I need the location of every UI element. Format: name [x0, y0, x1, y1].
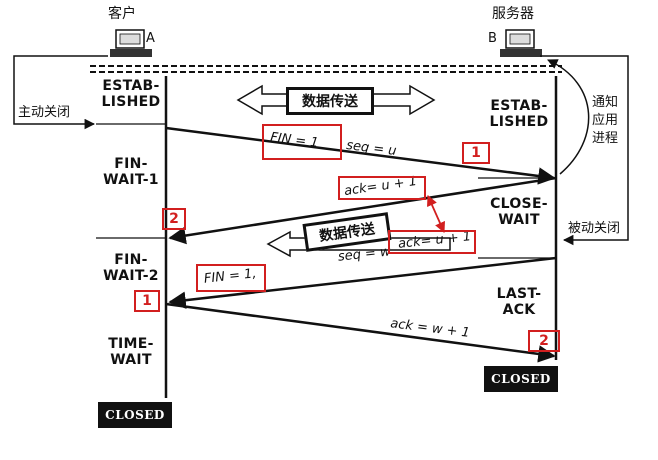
- client-state-established-line1: ESTAB-: [102, 78, 160, 94]
- server-state-established-line2: LISHED: [489, 114, 549, 131]
- client-tag: A: [146, 31, 155, 46]
- step2-server-box: [528, 330, 560, 352]
- client-state-fin-wait-1-line2: WAIT-1: [103, 172, 159, 189]
- fin1-highlight-box: [262, 124, 342, 160]
- client-computer-icon: [110, 29, 152, 57]
- step1-server-box: [462, 142, 490, 164]
- notify-app-label: 通知 应用 进程: [592, 94, 618, 148]
- client-state-fin-wait-2-line1: FIN-: [114, 252, 148, 268]
- server-state-close-wait-line1: CLOSE-: [490, 196, 548, 212]
- step2-server-number: 2: [539, 333, 549, 349]
- client-state-established: ESTAB- LISHED: [98, 78, 164, 110]
- client-title: 客户: [108, 6, 136, 22]
- server-tag: B: [488, 31, 497, 46]
- client-state-time-wait-line1: TIME-: [108, 336, 154, 352]
- ack-u1-highlight-box: [338, 176, 426, 200]
- step2-client-number: 2: [169, 211, 179, 227]
- server-state-established: ESTAB- LISHED: [484, 98, 554, 130]
- server-state-last-ack-line2: ACK: [502, 302, 536, 319]
- fin2-highlight-box: [196, 264, 266, 292]
- active-close-label: 主动关闭: [18, 105, 71, 120]
- data-transfer-label-top: 数据传送: [286, 87, 374, 115]
- client-state-established-line2: LISHED: [101, 94, 161, 111]
- server-state-last-ack-line1: LAST-: [496, 286, 542, 302]
- client-state-closed: CLOSED: [98, 402, 172, 428]
- notify-app-label-line3: 进程: [592, 131, 619, 146]
- client-state-fin-wait-2-line2: WAIT-2: [103, 268, 159, 285]
- ack-u1-copy-highlight-box: [388, 230, 476, 254]
- fin2-arrow: [168, 256, 557, 309]
- server-state-closed: CLOSED: [484, 366, 558, 392]
- server-state-close-wait-line2: WAIT: [498, 212, 540, 229]
- ack-w1-arrow: [165, 302, 556, 363]
- client-state-fin-wait-2: FIN- WAIT-2: [98, 252, 164, 284]
- client-state-time-wait: TIME- WAIT: [98, 336, 164, 368]
- server-state-established-line1: ESTAB-: [490, 98, 548, 114]
- passive-close-label: 被动关闭: [568, 221, 621, 236]
- fin1-arrow: [165, 126, 556, 185]
- step2-client-box: [162, 208, 186, 230]
- server-computer-icon: [500, 29, 542, 57]
- client-state-time-wait-line2: WAIT: [110, 352, 152, 369]
- passive-close-arrow: [540, 55, 629, 246]
- ack-u1-arrow: [168, 176, 557, 245]
- client-state-fin-wait-1-line1: FIN-: [114, 156, 148, 172]
- client-state-fin-wait-1: FIN- WAIT-1: [98, 156, 164, 188]
- step1-client-number: 1: [142, 293, 152, 309]
- step1-server-number: 1: [471, 145, 481, 161]
- active-close-arrow: [13, 55, 108, 130]
- server-title: 服务器: [492, 6, 534, 22]
- top-dashed-lines: [90, 65, 562, 73]
- notify-app-label-line2: 应用: [592, 113, 619, 128]
- server-state-last-ack: LAST- ACK: [484, 286, 554, 318]
- ack-link-red-arrow: [427, 195, 445, 233]
- server-state-close-wait: CLOSE- WAIT: [484, 196, 554, 228]
- notify-app-label-line1: 通知: [592, 95, 619, 110]
- step1-client-box: [134, 290, 160, 312]
- notify-app-arrow: [547, 59, 590, 175]
